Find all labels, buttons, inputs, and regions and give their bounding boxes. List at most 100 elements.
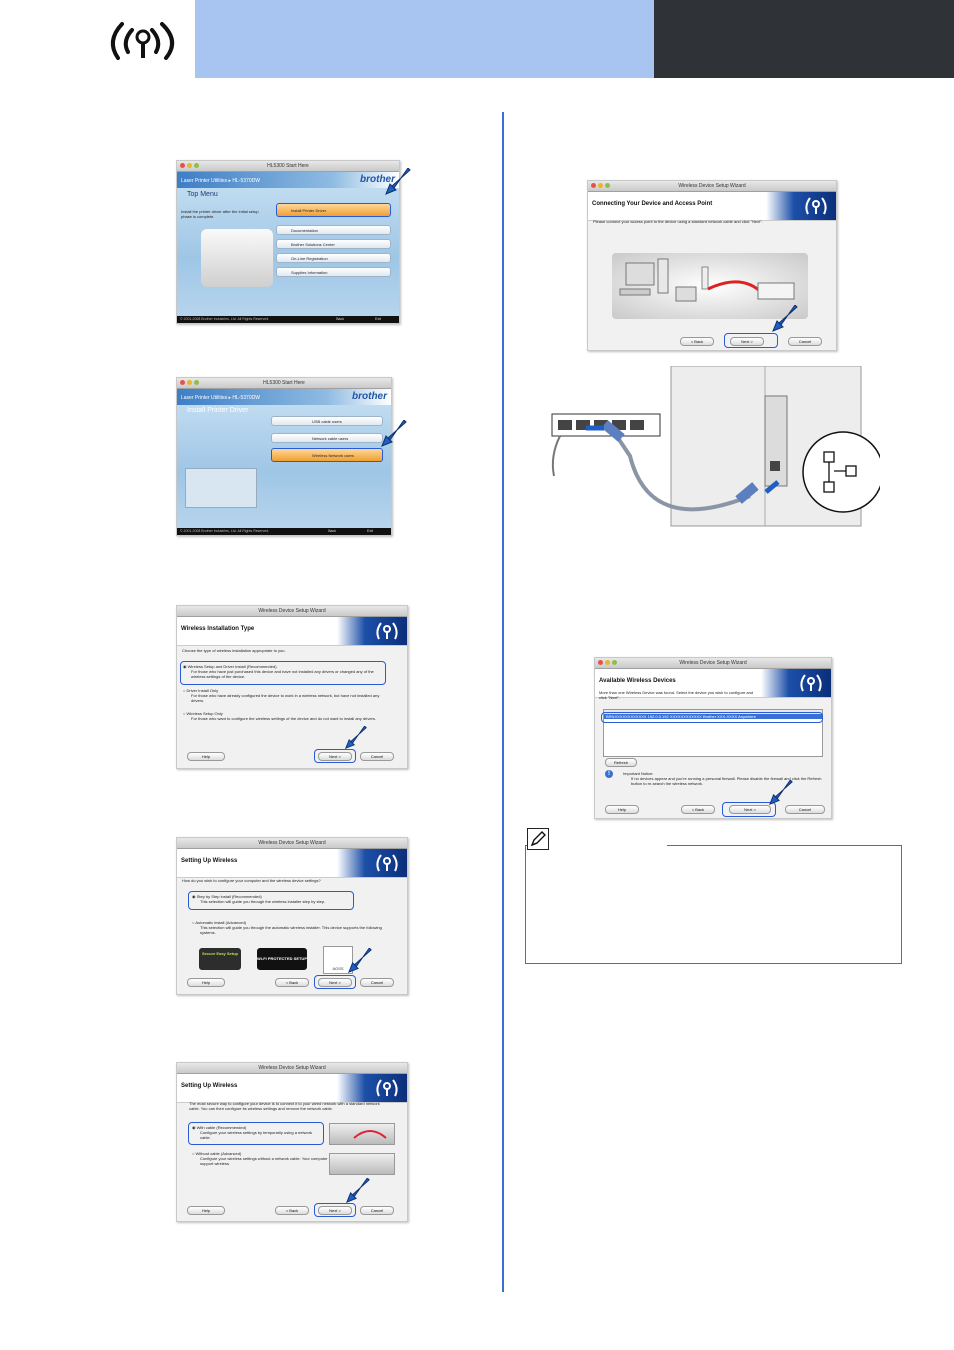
option-desc: Configure your wireless settings without… — [200, 1156, 338, 1166]
titlebar: HL5300 Start Here — [177, 161, 399, 172]
note-pencil-icon — [527, 828, 549, 850]
copyright: © 2001-2008 Brother Industries, Ltd. All… — [180, 529, 270, 533]
device-list[interactable]: BRNXXXXXXXXXXXX 192.0.0.192 XXXXXXXXXXXX… — [603, 709, 823, 757]
row-highlight — [601, 712, 823, 723]
device-row[interactable]: BRNXXXXXXXXXXXX 192.0.0.192 XXXXXXXXXXXX… — [604, 714, 822, 719]
cancel-button[interactable]: Cancel — [785, 805, 825, 814]
footer-bar: © 2001-2008 Brother Industries, Ltd. All… — [177, 316, 399, 323]
option-label: Without cable (Advanced) — [195, 1151, 242, 1156]
cancel-button[interactable]: Cancel — [360, 978, 394, 987]
option-label: Driver Install Only — [186, 688, 219, 693]
pointer-arrow-icon — [772, 305, 798, 332]
option-1[interactable]: ◉ With cable (Recommended)Configure your… — [192, 1125, 320, 1140]
solutions-center-button[interactable]: Brother Solutions Center — [276, 239, 391, 249]
next-highlight — [722, 802, 776, 817]
pc-illustration — [185, 468, 257, 508]
product-name: Laser Printer Utilities ▸ HL-5370DW — [181, 178, 260, 184]
option-label: Automatic install (Advanced) — [195, 920, 247, 925]
pointer-arrow-icon — [385, 168, 411, 195]
option-2[interactable]: ○ Without cable (Advanced)Configure your… — [192, 1151, 342, 1166]
registration-button[interactable]: On-Line Registration — [276, 253, 391, 263]
column-divider — [502, 112, 504, 1292]
header-band — [195, 0, 654, 78]
refresh-button[interactable]: Refresh — [605, 758, 637, 767]
option-desc: This selection will guide you through th… — [200, 925, 382, 935]
wizard-logo — [337, 849, 407, 877]
cancel-button[interactable]: Cancel — [360, 752, 394, 761]
logo-label: Wi-Fi PROTECTED SETUP — [257, 956, 307, 961]
help-button[interactable]: Help — [187, 1206, 225, 1215]
without-cable-illustration — [329, 1153, 395, 1175]
next-highlight — [314, 1203, 356, 1217]
option-2[interactable]: ○ Automatic install (Advanced)This selec… — [192, 920, 392, 935]
back-button[interactable]: < Back — [275, 978, 309, 987]
prompt: Please connect your access point to the … — [593, 219, 763, 224]
next-button[interactable]: Next > — [318, 978, 352, 987]
screenshot-top-menu: HL5300 Start Here Laser Printer Utilitie… — [176, 160, 400, 324]
back-button[interactable]: Back — [328, 529, 336, 533]
option-desc: Configure your wireless settings by temp… — [200, 1130, 313, 1140]
wizard-header: Setting Up Wireless — [177, 849, 407, 878]
next-highlight — [724, 333, 778, 348]
wps-logo: Wi-Fi PROTECTED SETUP — [257, 948, 307, 970]
note-top-gap — [527, 843, 667, 847]
logo-label: Secure Easy Setup — [201, 951, 238, 956]
wireless-users-button[interactable]: Wireless Network users — [271, 448, 383, 462]
exit-button[interactable]: Exit — [367, 529, 373, 533]
window-title: Wireless Device Setup Wizard — [258, 1065, 326, 1071]
next-button[interactable]: Next > — [318, 1206, 352, 1215]
notice-text: If no devices appear and you're running … — [631, 776, 822, 786]
back-button[interactable]: < Back — [681, 805, 715, 814]
option-desc: This selection will guide you through th… — [200, 899, 326, 904]
back-button[interactable]: Back — [336, 317, 344, 321]
screenshot-install-driver: HL5300 Start Here Laser Printer Utilitie… — [176, 377, 392, 536]
prompt: More than one Wireless Device was found.… — [599, 690, 754, 700]
back-button[interactable]: < Back — [680, 337, 714, 346]
brother-logo: brother — [360, 174, 395, 185]
titlebar: HL5300 Start Here — [177, 378, 391, 389]
help-button[interactable]: Help — [187, 752, 225, 761]
with-cable-illustration — [329, 1123, 395, 1145]
header-dark-right — [654, 0, 954, 78]
install-driver-button[interactable]: Install Printer Driver — [276, 203, 391, 217]
option-1[interactable]: ◉ Wireless Setup and Driver Install (Rec… — [183, 664, 383, 679]
back-button[interactable]: < Back — [275, 1206, 309, 1215]
intro-text: Install the printer driver after the ini… — [181, 209, 259, 219]
wizard-logo — [761, 669, 831, 697]
next-button[interactable]: Next > — [730, 337, 764, 346]
help-button[interactable]: Help — [187, 978, 225, 987]
option-desc: For those who have already configured th… — [191, 693, 380, 703]
wizard-header: Available Wireless Devices — [595, 669, 831, 698]
screenshot-installation-type: Wireless Device Setup Wizard Wireless In… — [176, 605, 408, 769]
warning-icon: ! — [605, 770, 613, 778]
documentation-button[interactable]: Documentation — [276, 225, 391, 235]
header-logo — [100, 18, 186, 64]
brand-banner: Laser Printer Utilities ▸ HL-5370DW brot… — [177, 389, 391, 405]
next-button[interactable]: Next > — [318, 752, 352, 761]
help-button[interactable]: Help — [605, 805, 639, 814]
option-label: Wireless Setup Only — [186, 711, 223, 716]
exit-button[interactable]: Exit — [375, 317, 381, 321]
wizard-title: Setting Up Wireless — [181, 858, 238, 864]
next-button[interactable]: Next > — [729, 805, 771, 814]
cancel-button[interactable]: Cancel — [360, 1206, 394, 1215]
next-highlight — [314, 975, 356, 989]
wizard-logo — [337, 1074, 407, 1102]
usb-users-button[interactable]: USB cable users — [271, 416, 383, 426]
wireless-icon — [376, 1079, 398, 1097]
printer-port-diagram — [551, 365, 884, 527]
cable-connection-illustration — [540, 365, 884, 542]
screenshot-connecting-device: Wireless Device Setup Wizard Connecting … — [587, 180, 837, 351]
wizard-title: Setting Up Wireless — [181, 1083, 238, 1089]
window-title: Wireless Device Setup Wizard — [258, 840, 326, 846]
screenshot-cable-choice: Wireless Device Setup Wizard Setting Up … — [176, 1062, 408, 1222]
wizard-title: Connecting Your Device and Access Point — [592, 201, 713, 207]
titlebar: Wireless Device Setup Wizard — [177, 606, 407, 617]
cancel-button[interactable]: Cancel — [788, 337, 822, 346]
network-cable-users-button[interactable]: Network cable users — [271, 433, 383, 443]
supplies-button[interactable]: Supplies Information — [276, 267, 391, 277]
pointer-arrow-icon — [348, 948, 372, 973]
option-1[interactable]: ◉ Step by Step install (Recommended)This… — [192, 894, 357, 904]
